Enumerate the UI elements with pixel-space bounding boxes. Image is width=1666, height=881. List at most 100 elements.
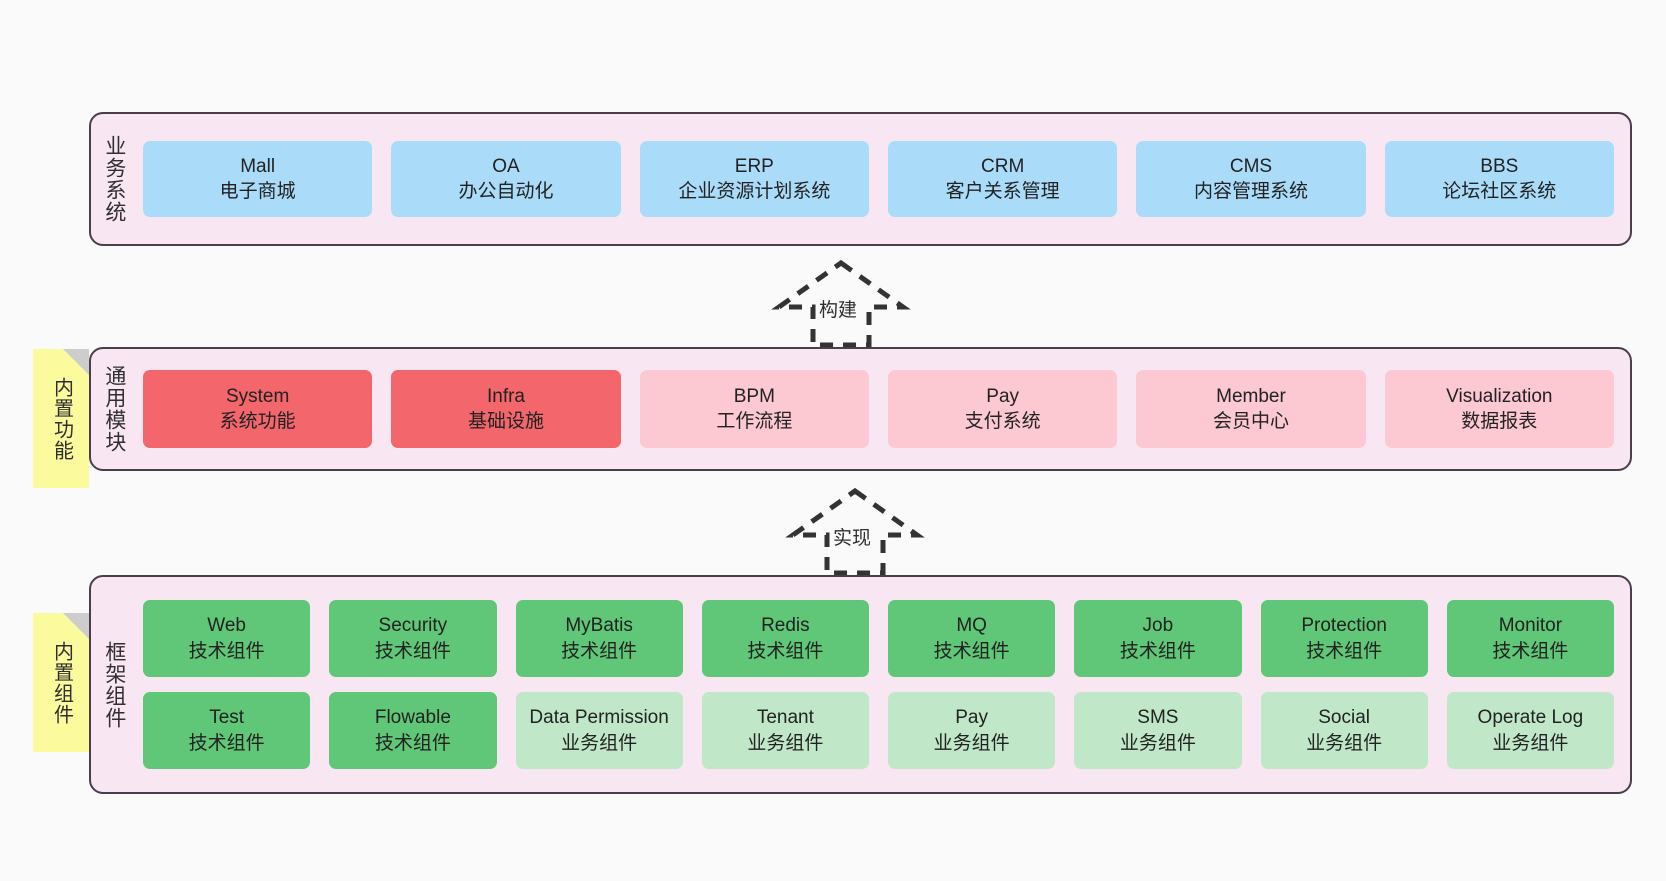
layer-title-framework-component: 框架组件	[102, 640, 126, 729]
node-title: Social	[1318, 707, 1370, 729]
node-subtitle: 业务组件	[747, 732, 824, 754]
node-title: OA	[492, 155, 520, 177]
node-title: MQ	[956, 615, 987, 637]
node-monitor[interactable]: Monitor 技术组件	[1446, 600, 1614, 677]
node-subtitle: 系统功能	[219, 411, 296, 432]
node-title: Pay	[955, 707, 988, 729]
node-title: MyBatis	[565, 615, 633, 637]
note-fold-corner-icon	[63, 613, 89, 639]
sticky-note-builtin-component: 内置组件	[33, 613, 89, 752]
node-subtitle: 技术组件	[561, 640, 638, 662]
arrow-build-shape	[771, 259, 911, 348]
node-member[interactable]: Member 会员中心	[1136, 370, 1366, 448]
arrow-build: 构建	[761, 259, 921, 348]
node-visualization[interactable]: Visualization 数据报表	[1384, 370, 1614, 448]
node-mq[interactable]: MQ 技术组件	[888, 600, 1056, 677]
node-pay-business[interactable]: Pay 业务组件	[888, 692, 1056, 769]
node-test[interactable]: Test 技术组件	[143, 692, 311, 769]
node-subtitle: 论坛社区系统	[1442, 181, 1557, 202]
node-subtitle: 技术组件	[1492, 640, 1569, 662]
node-title: BBS	[1480, 155, 1519, 177]
node-subtitle: 技术组件	[374, 732, 451, 754]
layer-title-business-system: 业务系统	[102, 135, 126, 223]
node-subtitle: 基础设施	[467, 411, 544, 432]
arrow-realize-label: 实现	[833, 528, 872, 549]
node-title: BPM	[733, 385, 775, 407]
node-oa[interactable]: OA 办公自动化	[391, 141, 621, 217]
node-subtitle: 技术组件	[188, 732, 265, 754]
sticky-note-label: 内置功能	[50, 376, 73, 461]
node-title: CMS	[1229, 155, 1273, 177]
node-title: Visualization	[1446, 385, 1553, 407]
node-subtitle: 技术组件	[1306, 640, 1383, 662]
node-job[interactable]: Job 技术组件	[1074, 600, 1242, 677]
node-title: System	[225, 385, 290, 407]
node-title: Pay	[986, 385, 1020, 407]
node-subtitle: 技术组件	[933, 640, 1010, 662]
node-protection[interactable]: Protection 技术组件	[1260, 600, 1428, 677]
node-subtitle: 数据报表	[1461, 411, 1538, 432]
node-subtitle: 业务组件	[1306, 732, 1383, 754]
node-erp[interactable]: ERP 企业资源计划系统	[639, 141, 869, 217]
node-bbs[interactable]: BBS 论坛社区系统	[1384, 141, 1614, 217]
node-data-permission[interactable]: Data Permission 业务组件	[515, 692, 683, 769]
node-subtitle: 技术组件	[1119, 640, 1196, 662]
node-title: Web	[207, 615, 246, 637]
layer-body-common-module: System 系统功能 Infra 基础设施 BPM 工作流程 Pay 支付系统…	[137, 349, 1630, 469]
node-title: Infra	[486, 385, 525, 407]
layer-common-module: 通用模块 System 系统功能 Infra 基础设施 BPM 工作流程 Pay…	[89, 347, 1632, 471]
node-subtitle: 客户关系管理	[945, 181, 1060, 202]
node-subtitle: 业务组件	[1119, 732, 1196, 754]
node-subtitle: 工作流程	[716, 411, 793, 432]
node-title: Mall	[240, 155, 276, 177]
node-title: Monitor	[1498, 615, 1563, 637]
node-subtitle: 技术组件	[747, 640, 824, 662]
node-tenant[interactable]: Tenant 业务组件	[701, 692, 869, 769]
layer-title-common-module: 通用模块	[102, 365, 126, 453]
arrow-realize: 实现	[775, 487, 935, 576]
node-cms[interactable]: CMS 内容管理系统	[1136, 141, 1366, 217]
node-redis[interactable]: Redis 技术组件	[701, 600, 869, 677]
node-pay[interactable]: Pay 支付系统	[887, 370, 1118, 448]
node-row: System 系统功能 Infra 基础设施 BPM 工作流程 Pay 支付系统…	[143, 370, 1614, 448]
node-title: Flowable	[374, 707, 451, 729]
node-subtitle: 办公自动化	[458, 181, 554, 202]
node-infra[interactable]: Infra 基础设施	[391, 370, 621, 448]
node-title: CRM	[981, 155, 1025, 177]
node-social[interactable]: Social 业务组件	[1260, 692, 1428, 769]
note-fold-corner-icon	[63, 349, 89, 375]
node-title: Protection	[1301, 615, 1387, 637]
layer-framework-component: 框架组件 Web 技术组件 Security 技术组件 MyBatis 技术组件…	[89, 575, 1632, 794]
node-security[interactable]: Security 技术组件	[329, 600, 497, 677]
node-subtitle: 内容管理系统	[1193, 181, 1308, 202]
node-subtitle: 业务组件	[933, 732, 1010, 754]
arrow-realize-shape	[785, 487, 925, 576]
node-title: Job	[1142, 615, 1174, 637]
node-web[interactable]: Web 技术组件	[143, 600, 311, 677]
node-operate-log[interactable]: Operate Log 业务组件	[1446, 692, 1614, 769]
node-title: Tenant	[756, 707, 814, 729]
node-sms[interactable]: SMS 业务组件	[1074, 692, 1242, 769]
node-title: ERP	[734, 155, 774, 177]
node-subtitle: 企业资源计划系统	[678, 181, 831, 202]
node-mybatis[interactable]: MyBatis 技术组件	[515, 600, 683, 677]
sticky-note-label: 内置组件	[50, 640, 73, 725]
node-row: Mall 电子商城 OA 办公自动化 ERP 企业资源计划系统 CRM 客户关系…	[143, 141, 1614, 217]
node-mall[interactable]: Mall 电子商城	[143, 141, 373, 217]
node-subtitle: 业务组件	[561, 732, 638, 754]
layer-body-framework-component: Web 技术组件 Security 技术组件 MyBatis 技术组件 Redi…	[137, 577, 1630, 792]
arrow-build-label: 构建	[819, 300, 858, 321]
layer-body-business-system: Mall 电子商城 OA 办公自动化 ERP 企业资源计划系统 CRM 客户关系…	[137, 114, 1630, 244]
node-title: Test	[209, 707, 245, 729]
node-title: SMS	[1137, 707, 1179, 729]
node-subtitle: 技术组件	[188, 640, 265, 662]
node-row: Web 技术组件 Security 技术组件 MyBatis 技术组件 Redi…	[143, 600, 1614, 677]
node-crm[interactable]: CRM 客户关系管理	[887, 141, 1118, 217]
node-title: Member	[1216, 385, 1286, 407]
node-subtitle: 会员中心	[1212, 411, 1289, 432]
node-system[interactable]: System 系统功能	[143, 370, 373, 448]
node-title: Redis	[761, 615, 810, 637]
node-flowable[interactable]: Flowable 技术组件	[329, 692, 497, 769]
node-bpm[interactable]: BPM 工作流程	[639, 370, 869, 448]
